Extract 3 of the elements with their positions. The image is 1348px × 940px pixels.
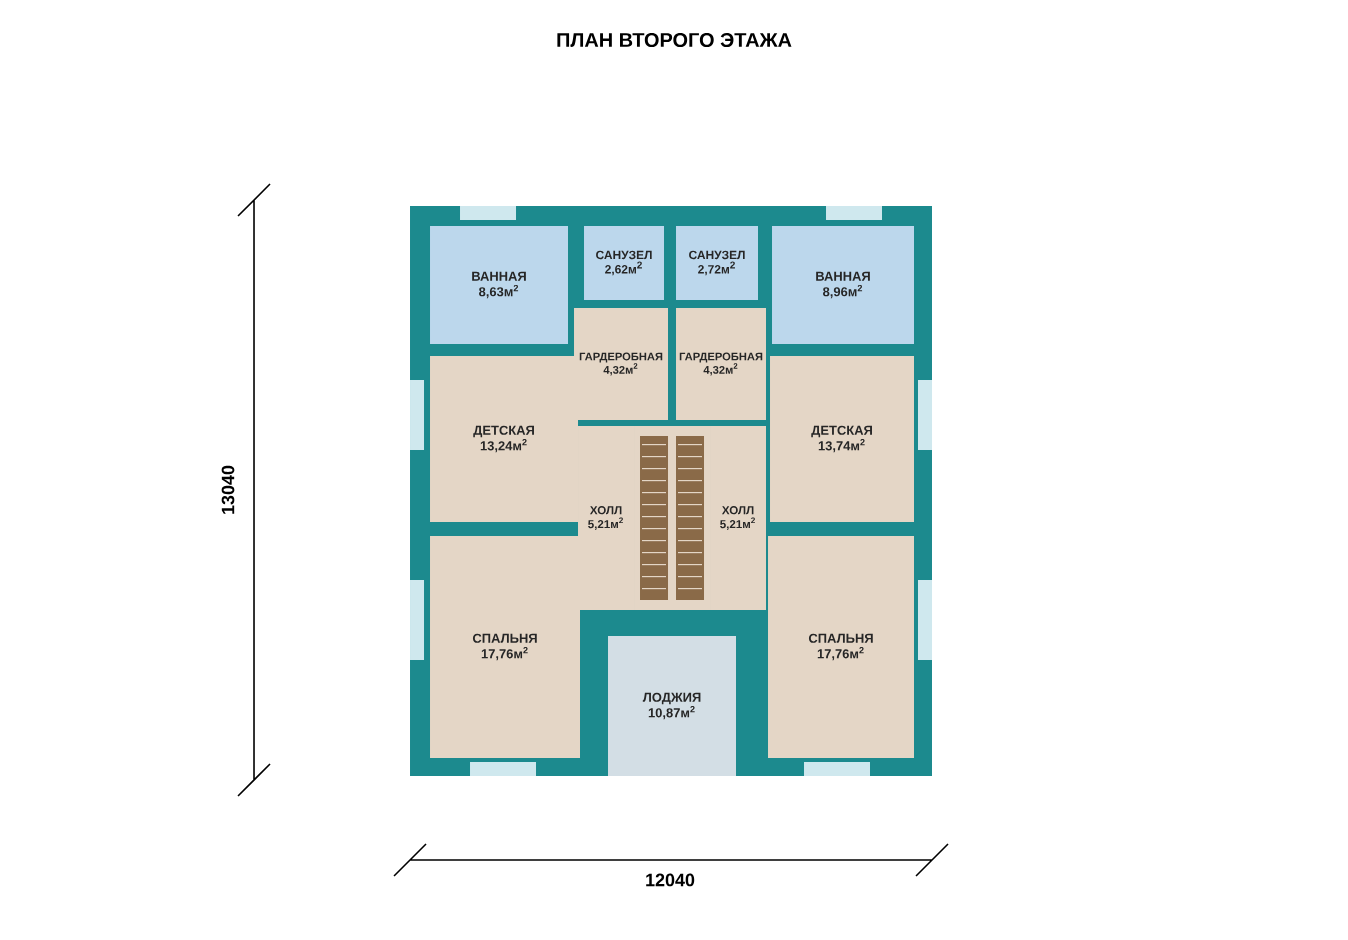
title: ПЛАН ВТОРОГО ЭТАЖА [557, 32, 792, 48]
dimension-label: 13040 [221, 465, 235, 514]
dimension-label: 12040 [646, 873, 695, 887]
